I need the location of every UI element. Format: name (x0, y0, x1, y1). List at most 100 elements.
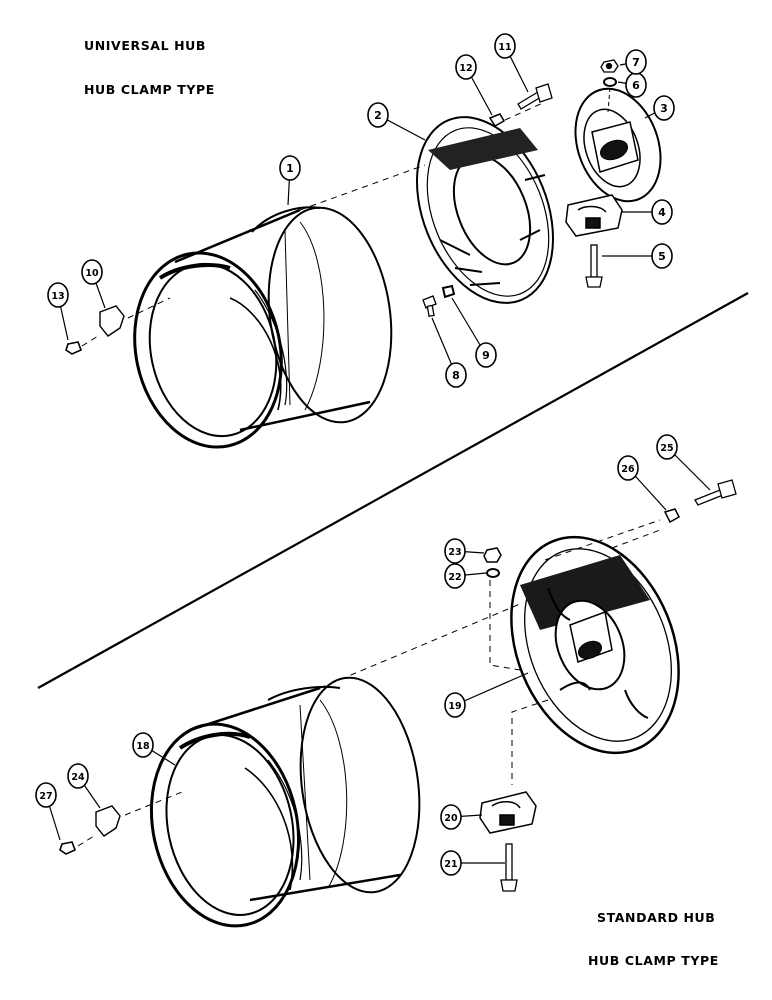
callout-number-20: 20 (444, 813, 458, 824)
callout-circle-13 (47, 282, 69, 308)
callout-7: 7 (619, 49, 647, 75)
callout-circle-12 (455, 54, 477, 80)
heading-universal-hub: UNIVERSAL HUB (84, 38, 207, 53)
bolt-21 (500, 843, 518, 892)
callout-circle-25 (656, 434, 678, 460)
callout-19: 19 (444, 672, 529, 718)
callout-11: 11 (494, 33, 529, 93)
callout-circle-21 (440, 850, 462, 876)
callout-number-7: 7 (632, 56, 640, 69)
callout-5: 5 (602, 243, 673, 269)
callout-22: 22 (444, 563, 487, 589)
bolt-11 (517, 83, 553, 110)
callout-21: 21 (440, 850, 505, 876)
callout-number-3: 3 (660, 102, 668, 115)
callout-2: 2 (367, 102, 426, 141)
callout-circle-18 (132, 732, 154, 758)
section-divider-line (37, 292, 749, 689)
bolt-25 (694, 479, 737, 506)
callout-circle-22 (444, 563, 466, 589)
callout-circle-27 (35, 782, 57, 808)
alignment-lines-upper (81, 101, 546, 347)
washer-22 (486, 568, 500, 578)
callout-12: 12 (455, 54, 493, 116)
callout-number-8: 8 (452, 369, 460, 382)
callout-circle-19 (444, 692, 466, 718)
nut-23 (483, 547, 502, 563)
callout-9: 9 (451, 297, 497, 368)
callout-1: 1 (279, 155, 301, 206)
callout-circle-5 (651, 243, 673, 269)
callout-number-12: 12 (459, 63, 472, 74)
callout-25: 25 (656, 434, 711, 491)
callout-8: 8 (431, 317, 467, 388)
rim-lower (149, 676, 421, 928)
callout-circle-3 (653, 95, 675, 121)
callout-circle-2 (367, 102, 389, 128)
callout-circle-9 (475, 342, 497, 368)
nut-7 (600, 59, 619, 73)
callout-leader-19 (454, 672, 529, 706)
callout-circle-24 (67, 763, 89, 789)
callout-circle-1 (279, 155, 301, 181)
hub-clamp-lower (479, 791, 537, 834)
nut-27 (59, 841, 77, 855)
callout-number-6: 6 (632, 79, 640, 92)
callout-number-22: 22 (448, 572, 461, 583)
callout-number-4: 4 (658, 206, 666, 219)
callout-circle-23 (444, 538, 466, 564)
spoked-wheel-lower (510, 535, 680, 755)
wheel-disc-upper (415, 116, 555, 304)
rim-upper (133, 206, 393, 449)
rim-clamp-10 (99, 305, 125, 337)
rim-clamp-24 (95, 805, 121, 837)
callout-circle-8 (445, 362, 467, 388)
callout-circle-20 (440, 804, 462, 830)
callout-26: 26 (617, 455, 667, 511)
callout-number-26: 26 (621, 464, 635, 475)
hub-clamp-upper (565, 194, 623, 237)
heading-hub-clamp-type-bottom: HUB CLAMP TYPE (588, 953, 719, 968)
callout-4: 4 (622, 199, 673, 225)
callout-circle-10 (81, 259, 103, 285)
callout-number-18: 18 (136, 741, 150, 752)
callout-number-2: 2 (374, 109, 382, 122)
nut-9 (441, 284, 456, 299)
alignment-lines-lower (77, 519, 661, 847)
callout-number-1: 1 (286, 162, 294, 175)
callout-number-5: 5 (658, 250, 666, 263)
callout-13: 13 (47, 282, 69, 341)
nut-26 (663, 508, 680, 524)
bolt-5 (585, 244, 603, 288)
callout-number-25: 25 (660, 443, 673, 454)
bolt-8 (422, 295, 437, 318)
nut-13 (65, 341, 83, 355)
nut-12 (488, 113, 506, 128)
callout-number-19: 19 (448, 701, 461, 712)
callout-number-23: 23 (448, 547, 461, 558)
callout-18: 18 (132, 732, 176, 766)
callout-circle-7 (625, 49, 647, 75)
callout-number-24: 24 (71, 772, 85, 783)
callout-number-11: 11 (498, 42, 511, 53)
callout-number-9: 9 (482, 349, 490, 362)
hub-casting-upper (574, 87, 662, 203)
callout-20: 20 (440, 804, 483, 830)
callout-23: 23 (444, 538, 485, 564)
callout-number-27: 27 (39, 791, 52, 802)
callout-27: 27 (35, 782, 61, 841)
callout-24: 24 (67, 763, 101, 809)
callout-number-10: 10 (85, 268, 99, 279)
callout-10: 10 (81, 259, 106, 309)
callout-number-13: 13 (51, 291, 64, 302)
callout-circle-11 (494, 33, 516, 59)
heading-hub-clamp-type-top: HUB CLAMP TYPE (84, 82, 215, 97)
heading-standard-hub: STANDARD HUB (597, 910, 716, 925)
callout-number-21: 21 (444, 859, 457, 870)
washer-6 (603, 77, 617, 87)
callout-circle-26 (617, 455, 639, 481)
callout-circle-4 (651, 199, 673, 225)
callout-3: 3 (644, 95, 675, 121)
